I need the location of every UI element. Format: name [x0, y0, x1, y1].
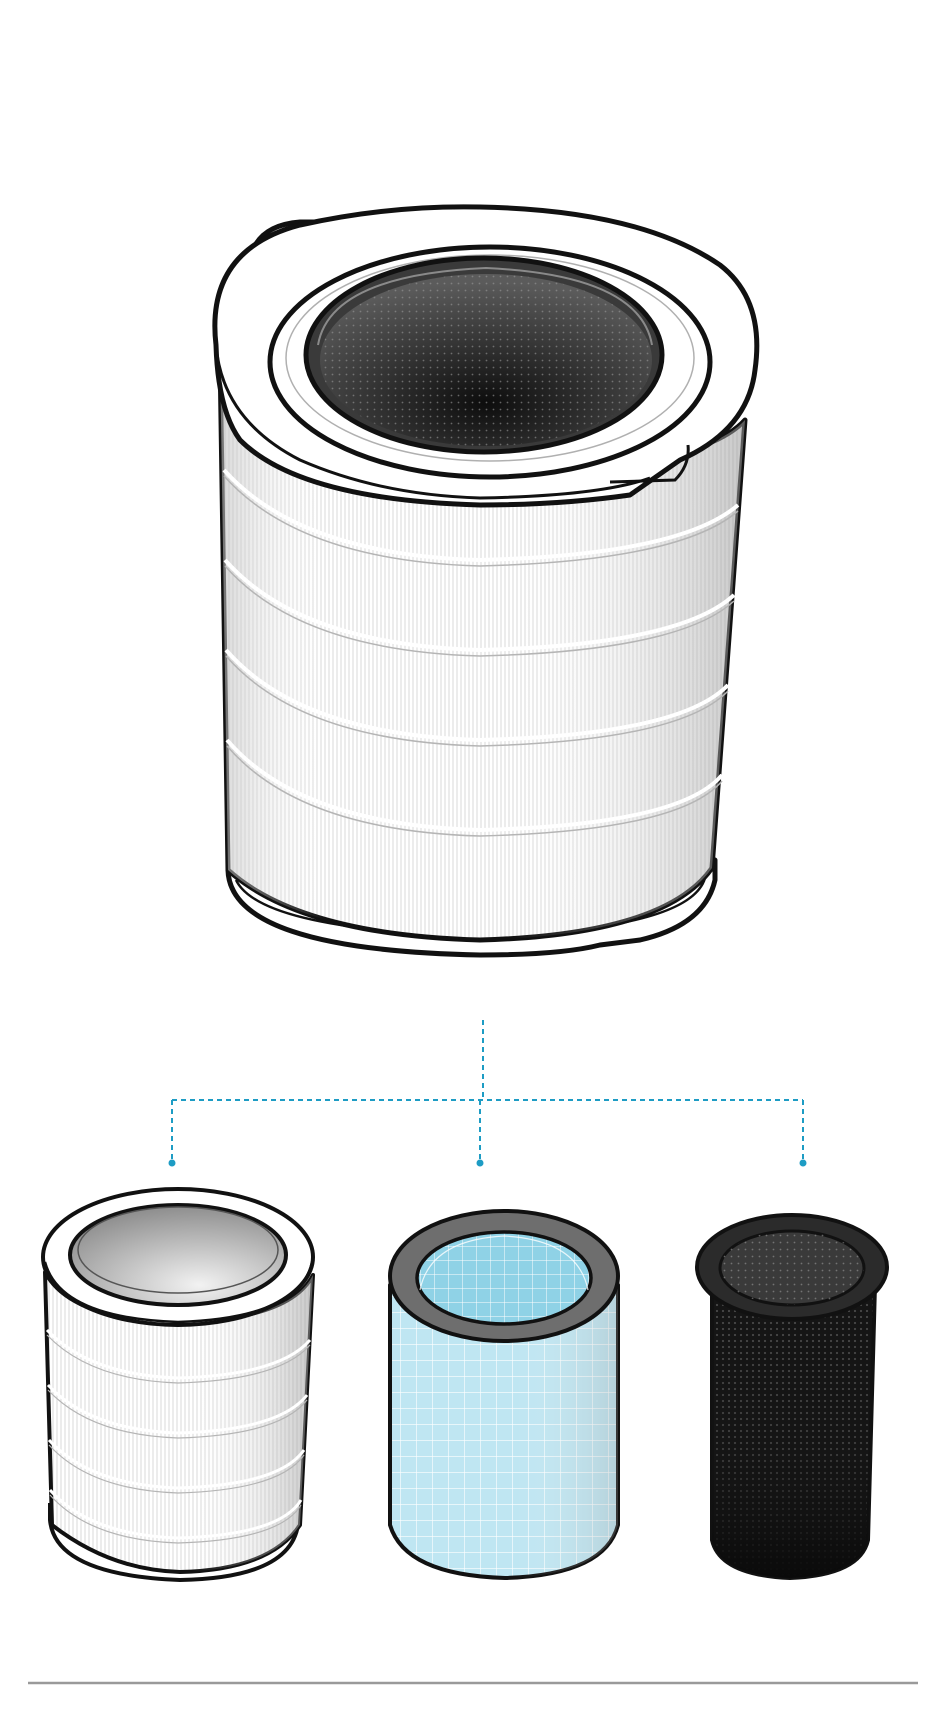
connector-dot-center [477, 1160, 484, 1167]
connector-lines [172, 1020, 803, 1162]
assembled-filter-icon [215, 207, 757, 955]
connector-dot-left [169, 1160, 176, 1167]
blue-mesh-prefilter-layer-icon [390, 1211, 618, 1578]
pleated-hepa-layer-icon [43, 1189, 313, 1580]
connector-dot-right [800, 1160, 807, 1167]
activated-carbon-mesh-layer-icon [697, 1215, 887, 1578]
